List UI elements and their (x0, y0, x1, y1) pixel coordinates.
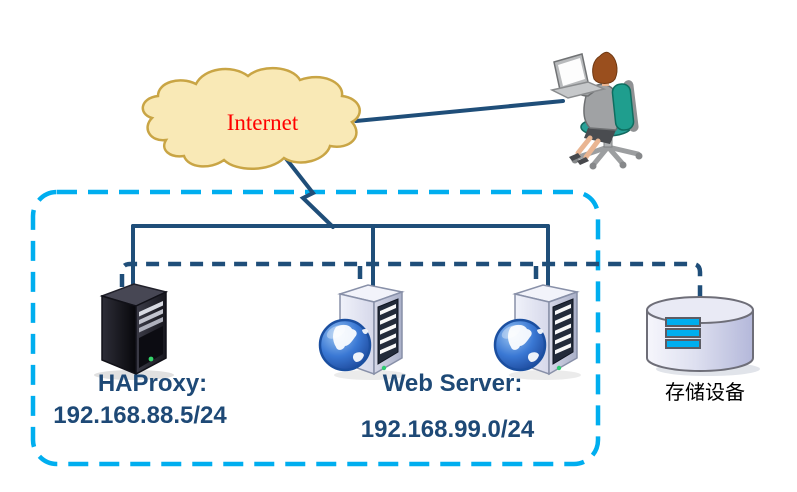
haproxy-server-icon (94, 283, 174, 380)
person-legs (575, 135, 601, 160)
remote-user-icon (549, 51, 643, 170)
laptop-icon (549, 53, 607, 99)
internet-cloud-icon (141, 66, 361, 170)
webserver-ip-label: 192.168.99.0/24 (360, 416, 535, 443)
storage-label: 存储设备 (665, 382, 745, 404)
drive-bar (665, 339, 701, 349)
lan-cluster-border (30, 189, 601, 467)
web-server-1-icon (318, 283, 408, 382)
storage-network-dashed-line (119, 261, 703, 298)
drive-bar (665, 328, 701, 338)
storage-cylinder-icon (646, 296, 760, 376)
person-skirt (584, 128, 616, 144)
webserver-name-label: Web Server: (382, 370, 523, 397)
person-head (592, 51, 618, 84)
internet-to-user-link (354, 99, 565, 123)
haproxy-ip-label: 192.168.88.5/24 (53, 402, 227, 429)
web-server-2-icon (493, 283, 583, 382)
drive-bar (665, 317, 701, 327)
haproxy-name-label: HAProxy: (97, 370, 208, 397)
internet-to-lan-link (282, 154, 335, 229)
chair-back (611, 83, 635, 131)
internet-label: Internet (226, 110, 299, 135)
